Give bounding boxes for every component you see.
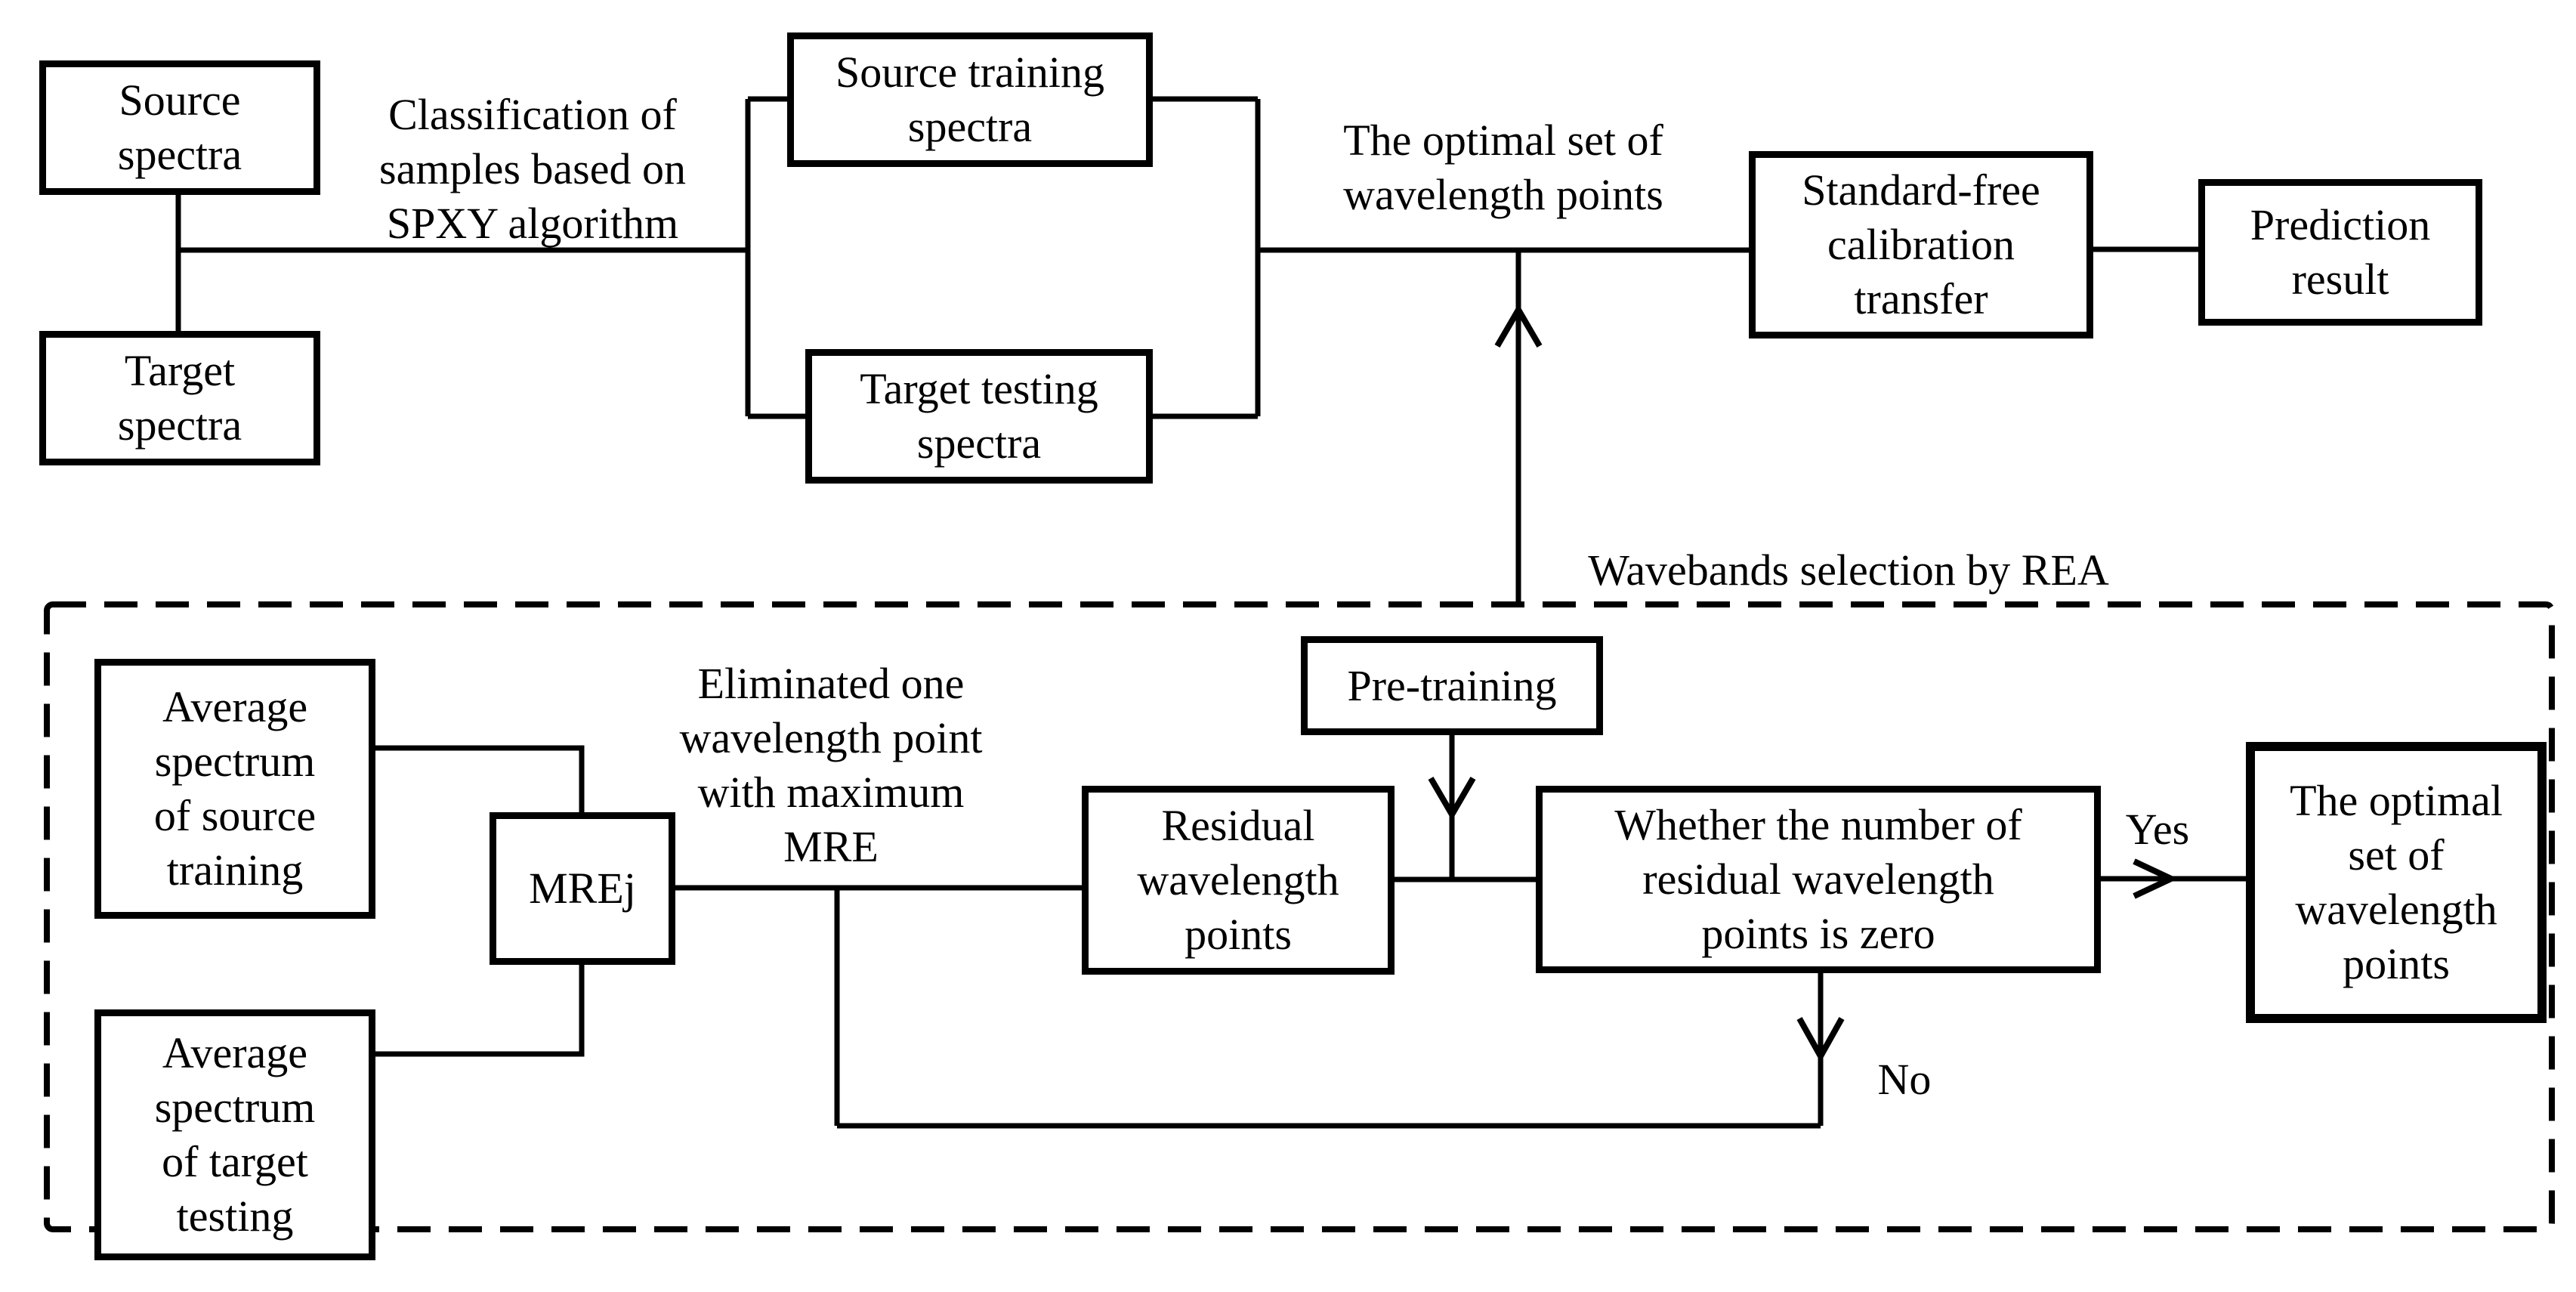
yes-label: Yes xyxy=(2125,805,2190,854)
pre-training-arrowhead xyxy=(1428,776,1476,821)
avg-spectrum-target-box: Average spectrum of target testing xyxy=(94,1009,375,1260)
whether-zero-box: Whether the number of residual wavelengt… xyxy=(1536,786,2101,973)
rea-up-arrowhead xyxy=(1494,304,1543,348)
target-spectra-box: Target spectra xyxy=(39,331,320,465)
optimal-set-box: The optimal set of wavelength points xyxy=(2246,742,2547,1023)
whether-no-arrowhead xyxy=(1796,1017,1845,1063)
pre-training-box: Pre-training xyxy=(1301,636,1603,735)
whether-yes-arrowhead xyxy=(2133,858,2179,899)
wavebands-selection-note: Wavebands selection by REA xyxy=(1588,546,2109,595)
target-testing-spectra-box: Target testing spectra xyxy=(805,349,1153,484)
eliminated-note: Eliminated one wavelength point with max… xyxy=(679,659,983,871)
prediction-result-box: Prediction result xyxy=(2198,179,2482,326)
optimal-set-note: The optimal set of wavelength points xyxy=(1343,116,1663,219)
mrej-box: MREj xyxy=(490,812,675,965)
residual-wavelength-box: Residual wavelength points xyxy=(1082,786,1395,975)
no-label: No xyxy=(1877,1055,1932,1104)
standard-free-calibration-box: Standard-free calibration transfer xyxy=(1749,151,2093,338)
source-spectra-box: Source spectra xyxy=(39,60,320,195)
avg-spectrum-source-box: Average spectrum of source training xyxy=(94,659,375,919)
source-training-spectra-box: Source training spectra xyxy=(787,32,1153,167)
rea-dashed-region xyxy=(44,601,2555,1232)
conn-avg-source-to-mrej xyxy=(375,745,585,812)
classification-note: Classification of samples based on SPXY … xyxy=(379,90,686,248)
conn-avg-target-to-mrej xyxy=(375,965,585,1057)
